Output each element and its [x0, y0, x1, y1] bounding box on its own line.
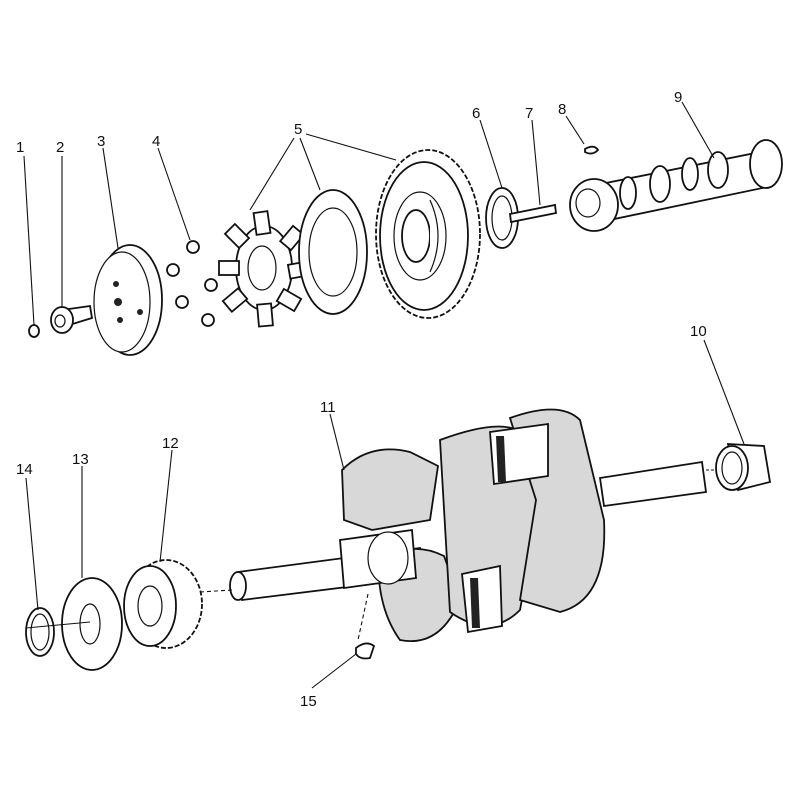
part-10-bush — [706, 443, 772, 492]
part-labels: 1 2 3 4 5 6 7 8 9 10 11 12 13 14 15 — [16, 89, 707, 710]
part-4-balls — [166, 240, 218, 327]
label-4: 4 — [152, 133, 160, 150]
label-8: 8 — [558, 101, 566, 118]
label-10: 10 — [690, 323, 707, 340]
label-12: 12 — [162, 435, 179, 452]
part-2-bolt — [50, 304, 94, 334]
label-7: 7 — [525, 105, 533, 122]
part-1-circlip — [28, 324, 40, 338]
label-13: 13 — [72, 451, 89, 468]
part-13-washer — [61, 577, 123, 671]
part-5-weights-star — [218, 210, 312, 328]
label-2: 2 — [56, 139, 64, 156]
label-14: 14 — [16, 461, 33, 478]
label-6: 6 — [472, 105, 480, 122]
part-14-circlip — [25, 607, 91, 657]
label-15: 15 — [300, 693, 317, 710]
part-8-key — [584, 145, 600, 155]
part-5-thrust-washer — [298, 189, 368, 315]
part-12-crank-gear — [123, 559, 203, 649]
part-15-key — [355, 642, 376, 660]
label-1: 1 — [16, 139, 24, 156]
part-9-camshaft — [569, 139, 783, 232]
label-5: 5 — [294, 121, 302, 138]
label-9: 9 — [674, 89, 682, 106]
part-3-pulley-disc — [93, 244, 163, 356]
part-6-spacer-ring — [485, 187, 519, 249]
part-7-pin — [509, 203, 557, 224]
part-11-crankshaft — [199, 408, 708, 642]
label-3: 3 — [97, 133, 105, 150]
part-5-timing-gear — [375, 149, 481, 319]
leader-lines — [23, 101, 745, 689]
label-11: 11 — [320, 399, 336, 416]
